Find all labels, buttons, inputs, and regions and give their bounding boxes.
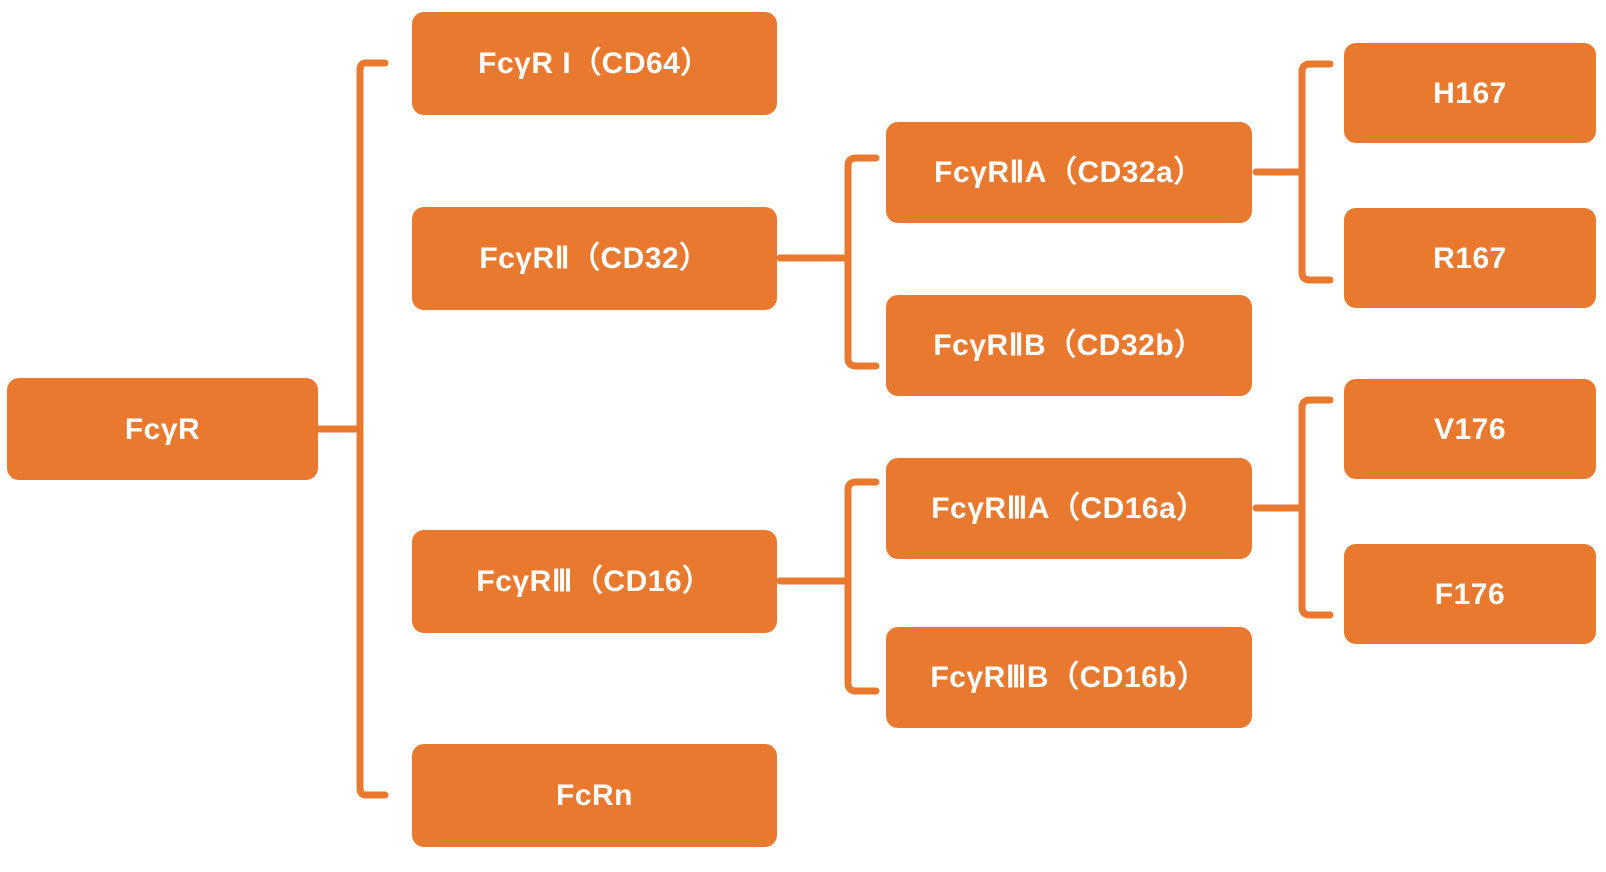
node-fcgr3a-cd16a-label: FcγRⅢA（CD16a） xyxy=(931,492,1207,525)
node-r167-label: R167 xyxy=(1433,241,1507,275)
node-fcgr3b-cd16b[interactable]: FcγRⅢB（CD16b） xyxy=(886,627,1252,728)
node-fcgr2b-cd32b[interactable]: FcγRⅡB（CD32b） xyxy=(886,295,1252,396)
node-fcgr2a-cd32a-label: FcγRⅡA（CD32a） xyxy=(934,156,1204,189)
node-fcgr2a-cd32a[interactable]: FcγRⅡA（CD32a） xyxy=(886,122,1252,223)
cd16a-bracket xyxy=(1298,396,1334,619)
node-fcgr3b-cd16b-label: FcγRⅢB（CD16b） xyxy=(930,661,1208,694)
node-fcgr3a-cd16a[interactable]: FcγRⅢA（CD16a） xyxy=(886,458,1252,559)
node-v176[interactable]: V176 xyxy=(1344,379,1596,479)
node-h167[interactable]: H167 xyxy=(1344,43,1596,143)
node-fcgr1-cd64[interactable]: FcγR I（CD64） xyxy=(412,12,777,115)
node-f176[interactable]: F176 xyxy=(1344,544,1596,644)
node-root-fcgr-label: FcγR xyxy=(124,412,201,446)
node-fcgr2-cd32-label: FcγRⅡ（CD32） xyxy=(479,242,710,275)
cd32-bracket xyxy=(844,154,880,370)
node-r167[interactable]: R167 xyxy=(1344,208,1596,308)
node-v176-label: V176 xyxy=(1433,412,1507,446)
node-fcgr3-cd16[interactable]: FcγRⅢ（CD16） xyxy=(412,530,777,633)
cd32a-bracket xyxy=(1298,60,1334,284)
node-fcgr1-cd64-label: FcγR I（CD64） xyxy=(478,47,711,80)
cd16-bracket xyxy=(844,478,880,695)
node-fcrn[interactable]: FcRn xyxy=(412,744,777,847)
node-f176-label: F176 xyxy=(1434,577,1506,611)
node-fcrn-label: FcRn xyxy=(556,779,633,812)
node-fcgr2b-cd32b-label: FcγRⅡB（CD32b） xyxy=(933,329,1205,362)
node-fcgr2-cd32[interactable]: FcγRⅡ（CD32） xyxy=(412,207,777,310)
root-bracket xyxy=(356,59,389,799)
node-h167-label: H167 xyxy=(1433,76,1507,110)
node-fcgr3-cd16-label: FcγRⅢ（CD16） xyxy=(476,565,713,598)
node-root-fcgr[interactable]: FcγR xyxy=(7,378,318,480)
